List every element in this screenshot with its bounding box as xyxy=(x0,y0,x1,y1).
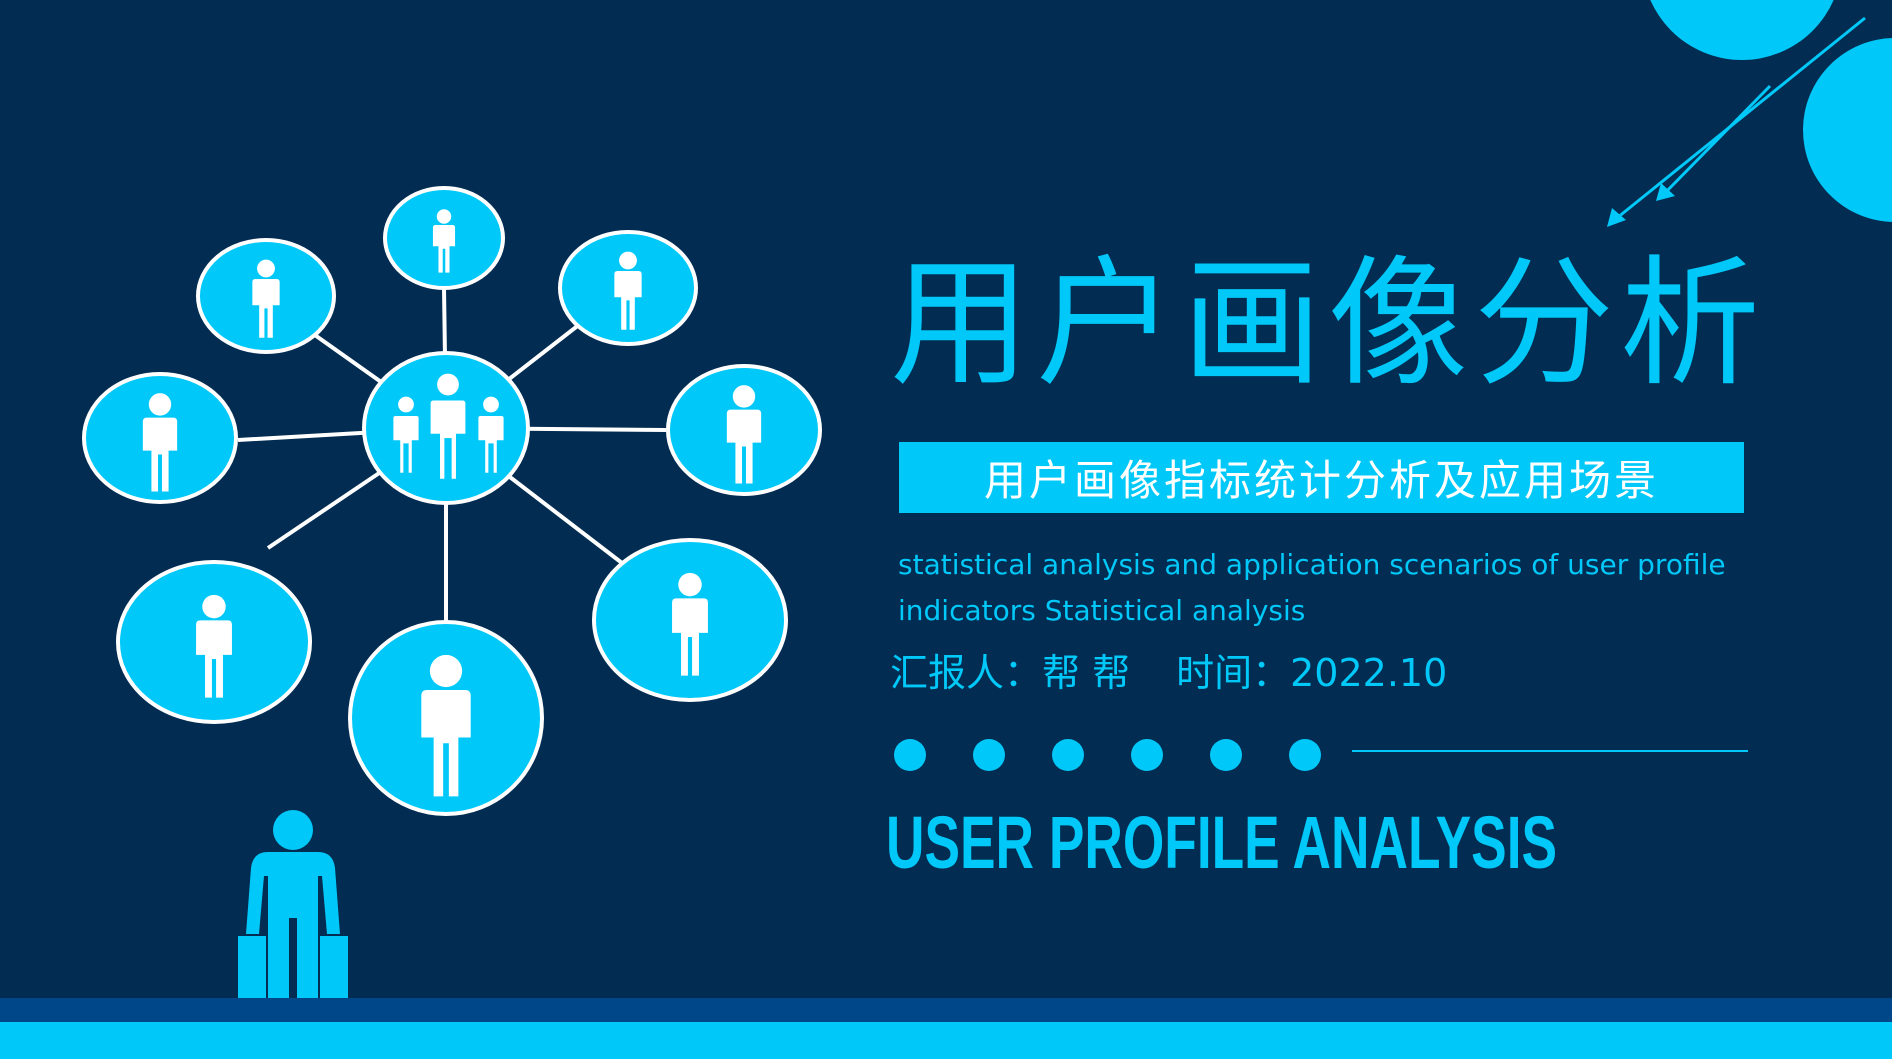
slide-description: statistical analysis and application sce… xyxy=(898,548,1726,627)
dot-decoration xyxy=(1289,739,1321,771)
footer-band-light xyxy=(0,1022,1892,1059)
reporter-name: 帮 帮 xyxy=(1042,651,1131,695)
network-node xyxy=(116,560,312,724)
network-node xyxy=(348,620,544,816)
dot-decoration xyxy=(973,739,1005,771)
time-label: 时间： xyxy=(1176,651,1291,695)
corner-circle-top xyxy=(1650,0,1834,60)
english-title: USER PROFILE ANALYSIS xyxy=(886,801,1558,884)
reporter-label: 汇报人： xyxy=(890,651,1043,695)
footer-band-dark xyxy=(0,998,1892,1022)
network-node xyxy=(82,372,238,504)
dot-decoration xyxy=(1131,739,1163,771)
time-value: 2022.10 xyxy=(1290,651,1448,695)
network-node xyxy=(196,238,336,354)
person-with-bags-icon xyxy=(238,810,348,1000)
corner-circle-right xyxy=(1803,38,1892,222)
group-people-icon xyxy=(362,351,530,505)
dot-decoration xyxy=(894,739,926,771)
dot-decoration xyxy=(1052,739,1084,771)
user-network-icon xyxy=(82,186,822,816)
network-node xyxy=(383,186,505,290)
corner-decoration xyxy=(1607,0,1892,227)
subtitle-banner: 用户画像指标统计分析及应用场景 xyxy=(899,442,1744,513)
network-node xyxy=(666,364,822,496)
report-meta: 汇报人：帮 帮 时间：2022.10 xyxy=(890,645,1447,701)
network-node xyxy=(592,538,788,702)
slide-subtitle: 用户画像指标统计分析及应用场景 xyxy=(983,456,1659,505)
arrow-icon xyxy=(1607,16,1866,227)
dot-decoration xyxy=(1210,739,1242,771)
dot-divider xyxy=(894,739,1321,771)
network-node xyxy=(558,230,698,346)
slide-title: 用户画像分析 xyxy=(890,243,1767,406)
